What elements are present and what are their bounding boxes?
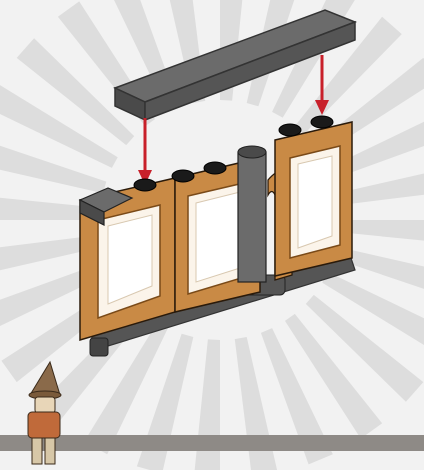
down-arrow-icon (138, 118, 152, 185)
window-frame-right (275, 122, 352, 276)
gray-column-piece (238, 146, 266, 282)
footer-bar (0, 435, 424, 451)
